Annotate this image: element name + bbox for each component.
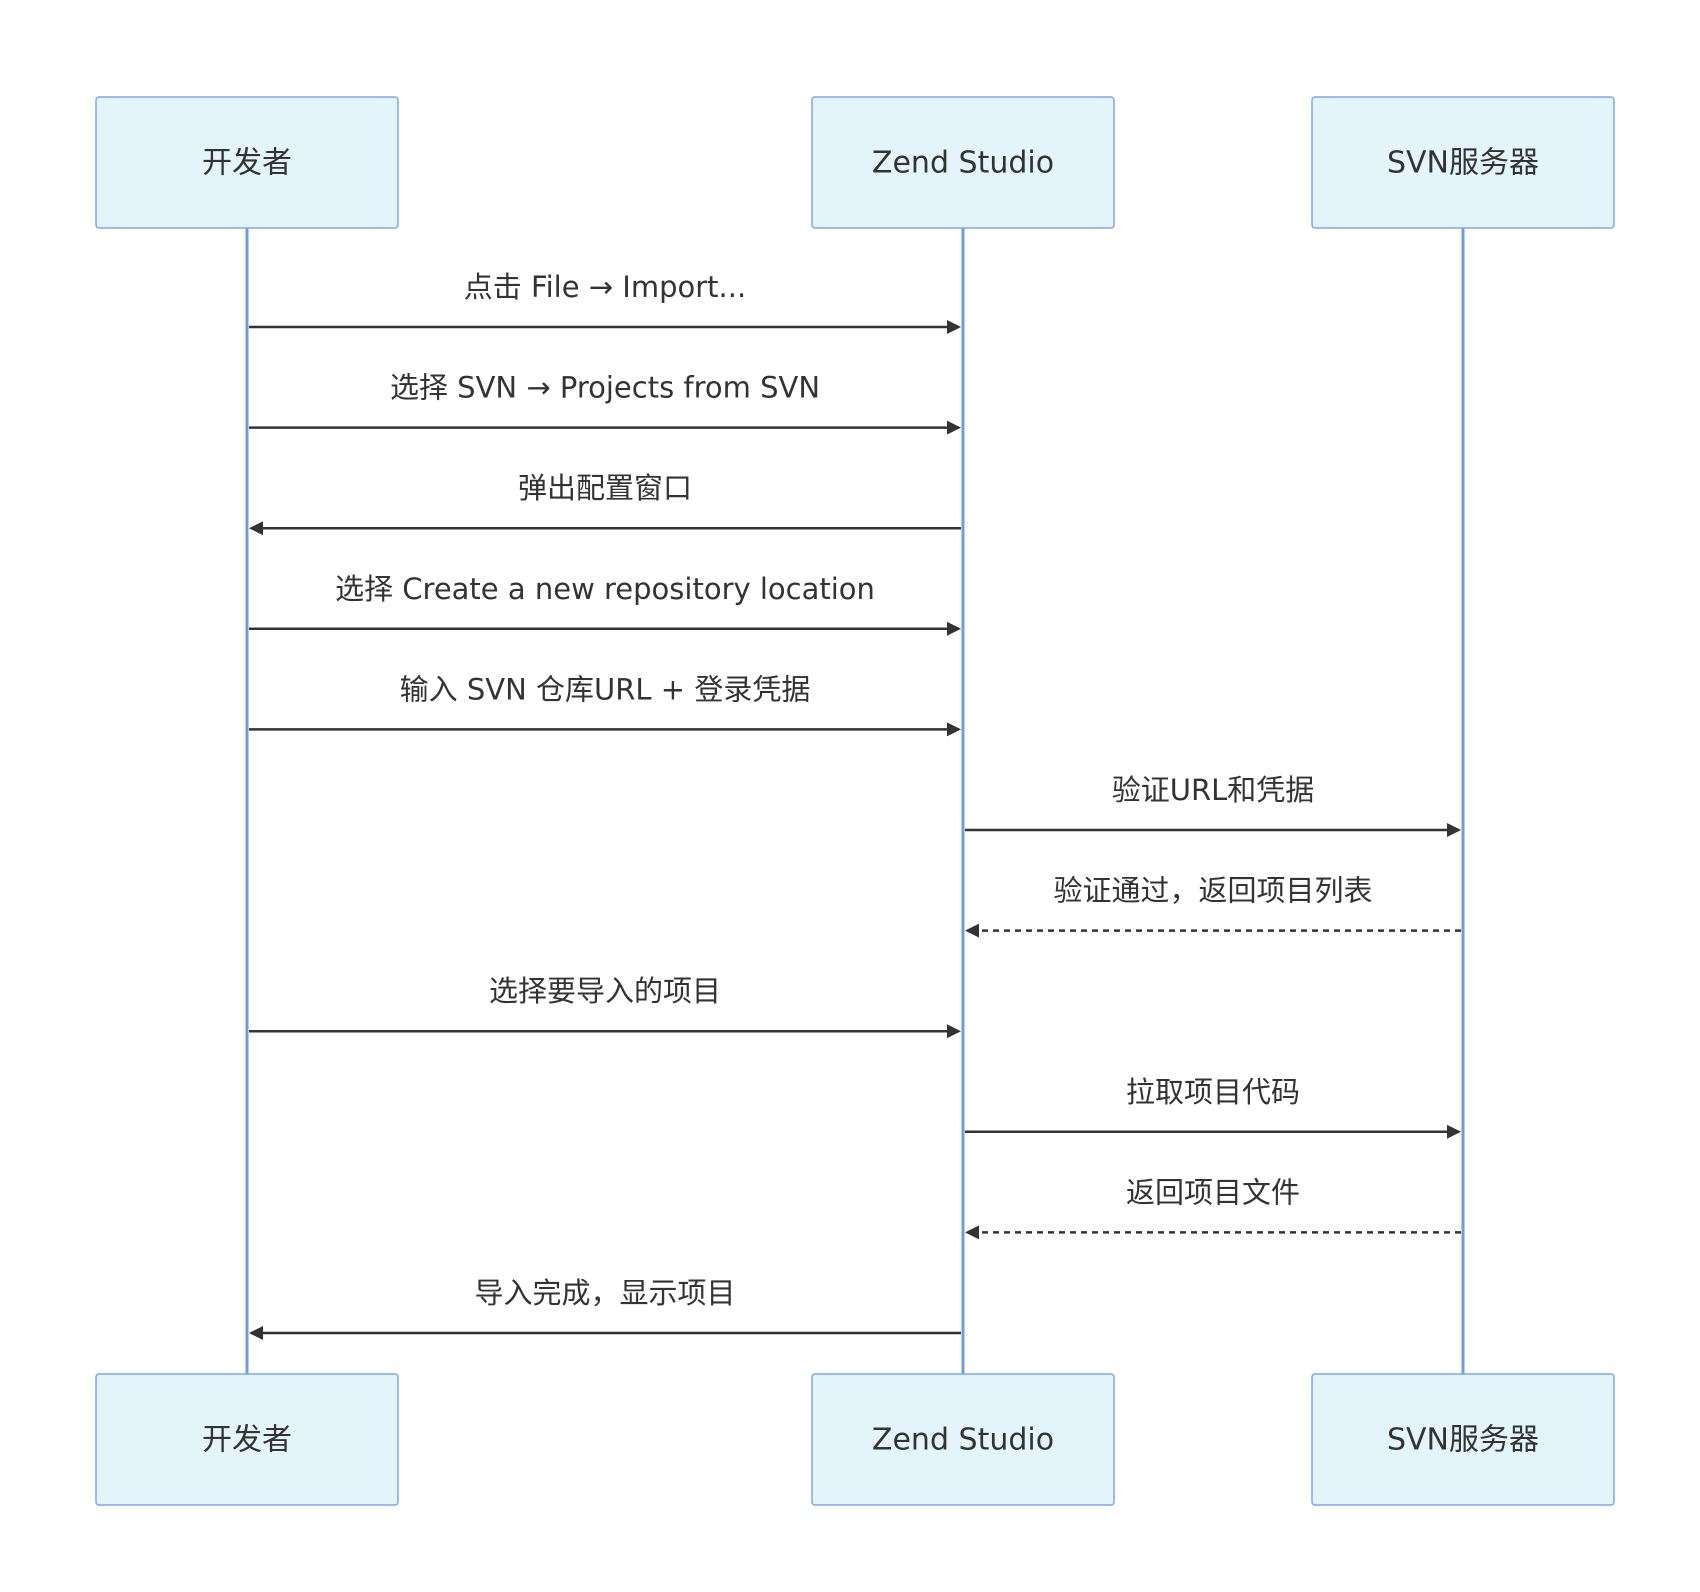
participant-svn-top: SVN服务器 xyxy=(1311,96,1615,229)
message-3: 弹出配置窗口 xyxy=(249,471,961,536)
message-label: 选择要导入的项目 xyxy=(489,974,721,1008)
message-7: 验证通过，返回项目列表 xyxy=(965,874,1461,938)
participant-label: 开发者 xyxy=(202,146,292,181)
participant-zend-bottom: Zend Studio xyxy=(811,1373,1115,1506)
message-label: 弹出配置窗口 xyxy=(518,471,692,505)
message-6: 验证URL和凭据 xyxy=(965,773,1461,837)
participant-svn-bottom: SVN服务器 xyxy=(1311,1373,1615,1506)
message-1: 点击 File → Import... xyxy=(249,270,961,334)
message-label: 验证URL和凭据 xyxy=(1112,773,1315,807)
message-label: 输入 SVN 仓库URL + 登录凭据 xyxy=(400,672,811,706)
message-label: 返回项目文件 xyxy=(1126,1175,1300,1209)
participant-label: SVN服务器 xyxy=(1387,146,1539,181)
message-label: 拉取项目代码 xyxy=(1126,1075,1300,1109)
message-8: 选择要导入的项目 xyxy=(249,974,961,1039)
messages: 点击 File → Import... 选择 SVN → Projects fro… xyxy=(249,270,1461,1340)
participant-dev-bottom: 开发者 xyxy=(95,1373,399,1506)
message-label: 导入完成，显示项目 xyxy=(474,1276,735,1310)
participant-label: 开发者 xyxy=(202,1423,292,1458)
participant-zend-top: Zend Studio xyxy=(811,96,1115,229)
participant-label: Zend Studio xyxy=(872,146,1054,181)
message-9: 拉取项目代码 xyxy=(965,1075,1461,1139)
message-4: 选择 Create a new repository location xyxy=(249,572,961,636)
participant-box xyxy=(811,1373,1115,1506)
participant-box xyxy=(1311,96,1615,229)
message-label: 选择 Create a new repository location xyxy=(335,572,875,606)
participant-label: Zend Studio xyxy=(872,1423,1054,1458)
message-label: 验证通过，返回项目列表 xyxy=(1053,874,1372,908)
message-11: 导入完成，显示项目 xyxy=(249,1276,961,1340)
message-5: 输入 SVN 仓库URL + 登录凭据 xyxy=(249,672,961,737)
participant-box xyxy=(1311,1373,1615,1506)
participant-box xyxy=(95,1373,399,1506)
participant-dev-top: 开发者 xyxy=(95,96,399,229)
message-2: 选择 SVN → Projects from SVN xyxy=(249,371,961,435)
participant-box xyxy=(811,96,1115,229)
message-10: 返回项目文件 xyxy=(965,1175,1461,1240)
lifelines xyxy=(245,228,1465,1374)
message-label: 选择 SVN → Projects from SVN xyxy=(390,371,820,405)
participant-box xyxy=(95,96,399,229)
message-label: 点击 File → Import... xyxy=(464,270,746,304)
participant-label: SVN服务器 xyxy=(1387,1423,1539,1458)
